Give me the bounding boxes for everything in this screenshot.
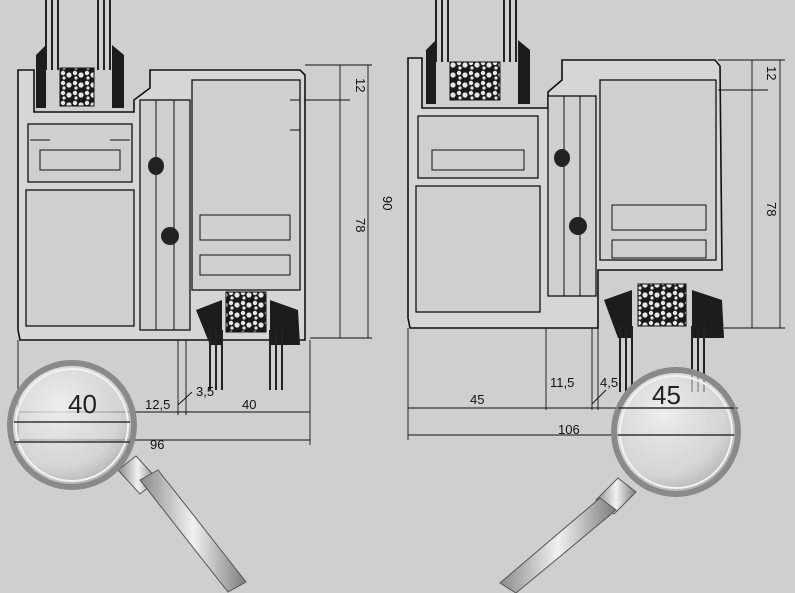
right-spacer-top: [449, 61, 501, 101]
left-dim-part-c: 40: [242, 397, 256, 412]
right-inner-sash: [599, 79, 717, 261]
left-gasket-1: [148, 157, 164, 175]
left-gasket-2: [161, 227, 179, 245]
left-frame-chamber: [25, 189, 135, 327]
right-dim-part-a: 45: [470, 392, 484, 407]
right-gasket-1: [554, 149, 570, 167]
left-inner-sash: [191, 79, 301, 291]
right-magnifier-lens: [611, 367, 741, 497]
right-dim-total-width: 106: [558, 422, 580, 437]
right-sash-chamber: [417, 115, 539, 179]
left-magnified-value: 40: [68, 389, 97, 419]
right-profile: 106 45 11,5 4,5 12 78 90: [407, 0, 795, 440]
left-dim-part-a: 12,5: [145, 397, 170, 412]
left-profile: 96 12,5 3,5 40 12 78 90: [17, 0, 395, 452]
left-dim-part-b: 3,5: [196, 384, 214, 399]
right-thermal-break: [547, 95, 597, 297]
left-thermal-break: [139, 99, 191, 331]
left-spacer-top: [59, 67, 95, 107]
left-dim-height-top: 12: [353, 78, 368, 92]
left-dim-total-width: 96: [150, 437, 164, 452]
right-glass-top: [426, 0, 530, 104]
left-dim-height-inner: 78: [353, 218, 368, 232]
left-magnifier-lens: [7, 360, 137, 490]
right-magnifier: 45: [499, 367, 741, 593]
right-frame-chamber: [415, 185, 541, 313]
left-sash-chamber: [27, 123, 133, 183]
right-magnifier-handle: [499, 477, 637, 593]
right-dim-part-b: 11,5: [550, 375, 574, 390]
left-magnifier: 40: [7, 360, 247, 593]
right-glass-bottom: [604, 283, 724, 392]
left-glass-top: [36, 0, 124, 108]
right-dim-height-inner: 78: [764, 202, 779, 216]
right-magnified-value: 45: [652, 380, 681, 410]
right-dim-height-top: 12: [764, 66, 779, 80]
left-dim-height-total: 90: [380, 196, 395, 210]
right-gasket-2: [569, 217, 587, 235]
right-dim-part-c: 4,5: [600, 375, 618, 390]
left-magnifier-handle: [117, 455, 247, 593]
left-glass-bottom: [196, 291, 300, 390]
right-dim-height-total: 90: [792, 180, 795, 194]
